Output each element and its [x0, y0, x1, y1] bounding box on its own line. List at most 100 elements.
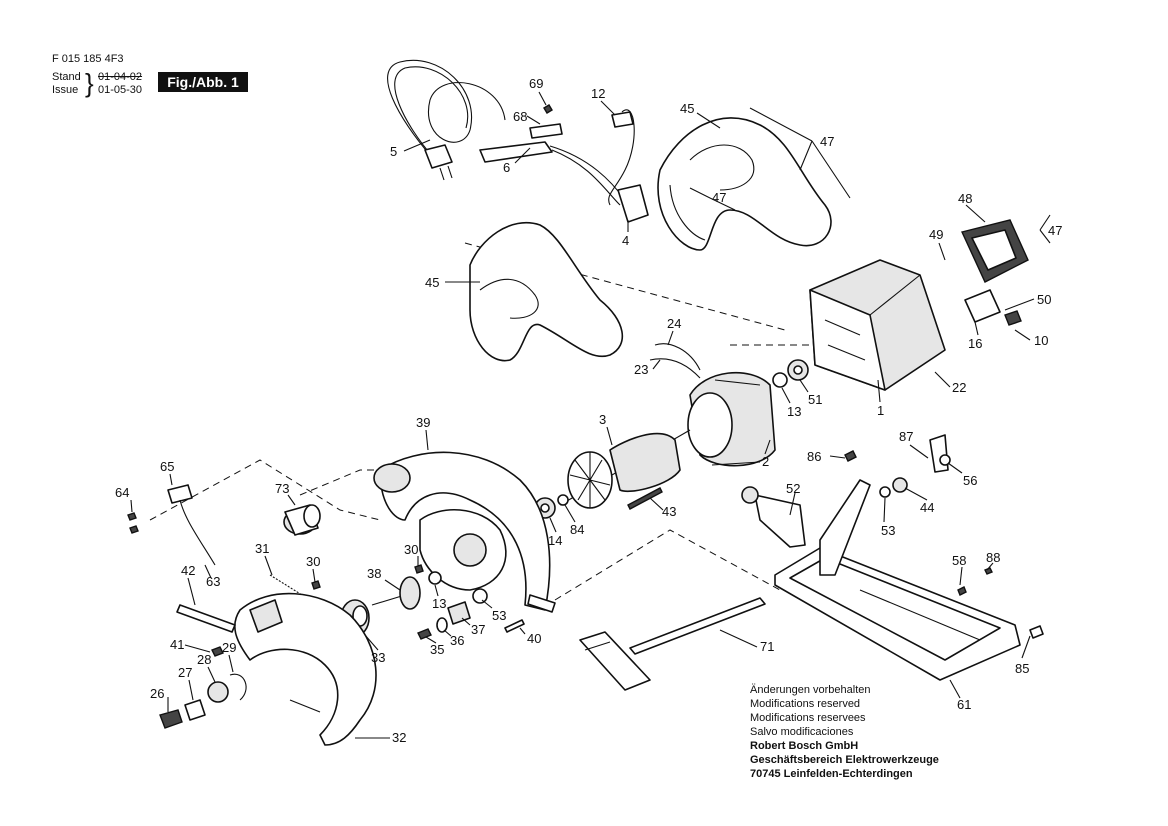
callout: 1 — [877, 403, 884, 418]
callout: 41 — [170, 637, 184, 652]
rip-fence-71 — [579, 597, 766, 691]
stand-label: Stand — [52, 71, 81, 83]
callout: 30 — [404, 542, 418, 557]
base-plate-61 — [774, 547, 1021, 681]
retaining-ring-29 — [229, 673, 247, 701]
motor-housing — [809, 259, 946, 391]
callout: 52 — [786, 481, 800, 496]
callout: 36 — [450, 633, 464, 648]
brace: } — [85, 68, 94, 98]
issue-date: 01-05-30 — [98, 84, 143, 96]
washer-53 — [472, 588, 488, 604]
callout: 68 — [513, 109, 527, 124]
callout: 38 — [367, 566, 381, 581]
leader-lines — [130, 91, 1051, 739]
callout: 88 — [986, 550, 1000, 565]
spring-63 — [179, 499, 216, 566]
callout: 47 — [1048, 223, 1062, 238]
callout: 61 — [957, 697, 971, 712]
screw-41 — [211, 646, 224, 657]
callout: 5 — [390, 144, 397, 159]
callout: 42 — [181, 563, 195, 578]
callout: 58 — [952, 553, 966, 568]
callout: 4 — [622, 233, 629, 248]
part-36 — [436, 617, 448, 633]
alignment-line — [149, 459, 381, 521]
cord-clamp — [529, 123, 563, 139]
callout: 30 — [306, 554, 320, 569]
callout: 14 — [548, 533, 562, 548]
wing-nut-86 — [844, 450, 857, 462]
callout: 53 — [881, 523, 895, 538]
callout: 85 — [1015, 661, 1029, 676]
lever-42 — [176, 604, 236, 633]
callout: 26 — [150, 686, 164, 701]
washer-56 — [939, 454, 951, 466]
pin-40 — [504, 619, 525, 633]
part-37 — [447, 601, 471, 625]
screws-64 — [127, 512, 139, 534]
callout: 16 — [968, 336, 982, 351]
callout: 71 — [760, 639, 774, 654]
ring-84 — [557, 494, 569, 506]
callout: 73 — [275, 481, 289, 496]
callout-numbers: 5 6 69 68 12 4 45 47 47 48 49 47 45 50 1… — [115, 76, 1062, 745]
callout: 47 — [820, 134, 834, 149]
screws-30 — [311, 564, 424, 590]
washer-27 — [184, 699, 206, 721]
callout: 43 — [662, 504, 676, 519]
screw-58 — [957, 586, 967, 596]
note-line: Änderungen vorbehalten — [750, 684, 871, 696]
quadrant-52 — [819, 479, 871, 576]
screw-35 — [417, 628, 432, 640]
washer-53b — [879, 486, 891, 498]
callout: 35 — [430, 642, 444, 657]
callout: 31 — [255, 541, 269, 556]
callout: 45 — [680, 101, 694, 116]
callout: 3 — [599, 412, 606, 427]
company-name: Robert Bosch GmbH — [750, 740, 859, 752]
callout: 12 — [591, 86, 605, 101]
callout: 69 — [529, 76, 543, 91]
callout: 63 — [206, 574, 220, 589]
screw-69 — [543, 104, 553, 114]
company-division: Geschäftsbereich Elektrowerkzeuge — [750, 754, 939, 766]
alignment-line — [554, 529, 781, 601]
callout: 49 — [929, 227, 943, 242]
stator-2 — [687, 371, 776, 467]
callout: 13 — [787, 404, 801, 419]
note-line: Modifications reserved — [750, 698, 861, 710]
callout: 32 — [392, 730, 406, 745]
callout: 51 — [808, 392, 822, 407]
callout: 44 — [920, 500, 934, 515]
callout: 37 — [471, 622, 485, 637]
note-line: Modifications reservees — [750, 712, 866, 724]
spring-65 — [167, 484, 193, 504]
callout: 53 — [492, 608, 506, 623]
callout: 65 — [160, 459, 174, 474]
armature-3 — [559, 429, 691, 509]
callout: 23 — [634, 362, 648, 377]
callout: 24 — [667, 316, 681, 331]
callout: 40 — [527, 631, 541, 646]
washer-28 — [207, 681, 229, 703]
callout: 86 — [807, 449, 821, 464]
callout: 28 — [197, 652, 211, 667]
blade-guard-39 — [373, 451, 556, 613]
figure-badge: Fig./Abb. 1 — [158, 72, 248, 92]
alignment-line — [464, 242, 786, 331]
callout: 27 — [178, 665, 192, 680]
callout: 22 — [952, 380, 966, 395]
callout: 10 — [1034, 333, 1048, 348]
note-line: Salvo modificaciones — [750, 726, 854, 738]
bearing-13 — [772, 372, 788, 388]
callout: 29 — [222, 640, 236, 655]
lever-87 — [929, 434, 949, 473]
bracket-52 — [754, 494, 806, 548]
callout: 2 — [762, 454, 769, 469]
handle-half-lower — [469, 222, 624, 362]
sleeve-73 — [283, 504, 321, 536]
gear-38 — [371, 571, 442, 610]
